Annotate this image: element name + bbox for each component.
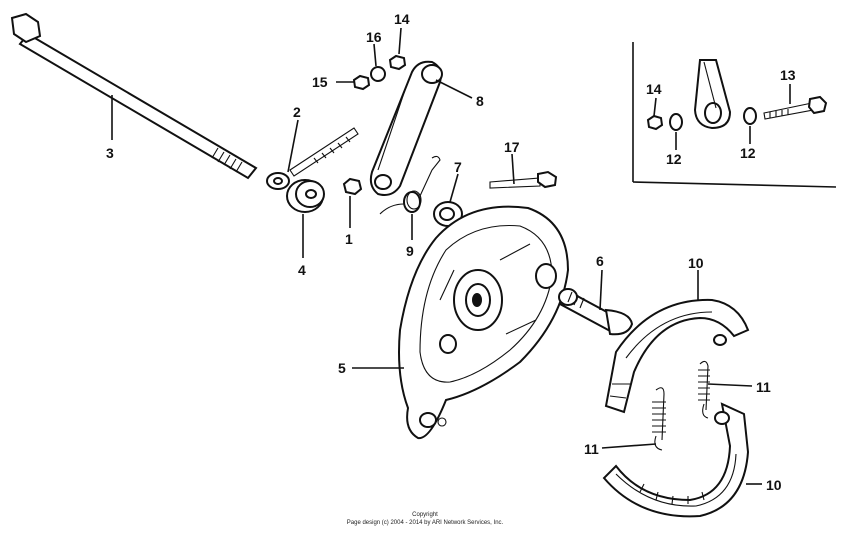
- callout-11-left: 11: [584, 441, 599, 457]
- copyright-notice: Copyright Page design (c) 2004 - 2014 by…: [0, 511, 850, 527]
- nut-14: [388, 54, 407, 71]
- inset-box: [632, 42, 837, 188]
- nut: [342, 177, 363, 196]
- copyright-line-2: Page design (c) 2004 - 2014 by ARI Netwo…: [346, 520, 504, 526]
- brake-shoe-lower: [602, 402, 750, 518]
- brake-cam: [558, 288, 634, 336]
- brake-panel: [398, 205, 570, 440]
- panel-bolt: [489, 170, 558, 189]
- inset-bolt: [763, 95, 828, 120]
- return-spring: [379, 155, 441, 215]
- callout-12-inset-right: 12: [740, 145, 756, 161]
- copyright-line-1: Copyright: [412, 512, 438, 518]
- callout-14-inset: 14: [646, 81, 662, 97]
- callout-13: 13: [780, 67, 796, 83]
- callout-15: 15: [312, 74, 328, 90]
- inset-washer-left: [669, 113, 683, 131]
- callouts: 3 2 4 1 15 16 14 8 7 9 17 6 5 10 11 11 1…: [106, 11, 796, 493]
- inset-arm-end: [693, 59, 732, 130]
- callout-2: 2: [293, 104, 301, 120]
- brake-arm: [369, 60, 443, 196]
- adjusting-bolt: [266, 127, 359, 190]
- inset-washer-right: [743, 107, 757, 125]
- axle: [10, 12, 258, 180]
- callout-11-right: 11: [756, 379, 771, 395]
- callout-12-inset-left: 12: [666, 151, 682, 167]
- callout-9: 9: [406, 243, 414, 259]
- brake-shoe-upper: [604, 298, 750, 414]
- felt-seal-inner: [439, 207, 455, 221]
- callout-8: 8: [476, 93, 484, 109]
- callout-14: 14: [394, 11, 410, 27]
- shoe-spring-left: [652, 387, 666, 451]
- callout-17: 17: [504, 139, 520, 155]
- shoe-spring-right: [698, 360, 710, 419]
- callout-3: 3: [106, 145, 114, 161]
- nut-15: [352, 74, 371, 91]
- callout-5: 5: [338, 360, 346, 376]
- callout-10-upper: 10: [688, 255, 704, 271]
- inset-nut: [646, 114, 664, 131]
- leader-lines: [111, 27, 791, 485]
- callout-7: 7: [454, 159, 462, 175]
- callout-16: 16: [366, 29, 382, 45]
- callout-6: 6: [596, 253, 604, 269]
- callout-10-lower: 10: [766, 477, 782, 493]
- collar: [286, 179, 325, 213]
- callout-1: 1: [345, 231, 353, 247]
- washer-16: [370, 66, 386, 82]
- callout-4: 4: [298, 262, 306, 278]
